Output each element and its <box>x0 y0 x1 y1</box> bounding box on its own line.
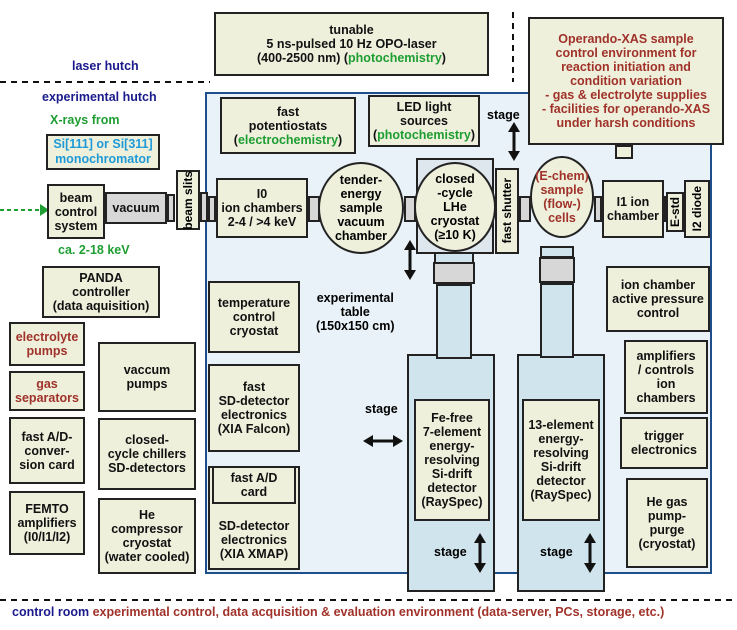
fast-ad-card-box: fast A/D card <box>212 466 296 504</box>
vacuum-flange-left <box>167 194 175 222</box>
led-light-sources-box: LED light sources (photochemistry) <box>368 95 480 147</box>
laser-hutch-label: laser hutch <box>72 59 139 73</box>
tender-chamber-circle: tender- energy sample vacuum chamber <box>318 162 404 254</box>
monochromator-box: Si[111] or Si[311] monochromator <box>46 134 160 170</box>
ion-pressure-control-box: ion chamber active pressure control <box>606 266 710 332</box>
i0-ion-chambers-box: I0 ion chambers 2-4 / >4 keV <box>216 178 308 238</box>
det7-snout <box>436 284 472 359</box>
stage-arrow-cryo-up <box>404 240 416 250</box>
det13-snout <box>540 283 574 358</box>
stage-arrow-right <box>393 435 403 447</box>
experimental-table-label: experimental table (150x150 cm) <box>316 291 395 333</box>
stage-label-mid: stage <box>365 402 398 416</box>
femto-amplifiers-box: FEMTO amplifiers (I0/I1/I2) <box>9 491 85 555</box>
xrays-label: X-rays from <box>50 113 120 127</box>
control-room-description: experimental control, data acquisition &… <box>92 605 665 619</box>
electrolyte-pumps-box: electrolyte pumps <box>9 322 85 366</box>
he-compressor-box: He compressor cryostat (water cooled) <box>98 498 196 574</box>
sd-falcon-box: fast SD-detector electronics (XIA Falcon… <box>208 364 300 452</box>
i0-flange <box>208 196 216 222</box>
beam-control-system-box: beam control system <box>47 184 105 239</box>
i1-ion-chamber-box: I1 ion chamber <box>602 180 664 238</box>
beam-slits-box: beam slits <box>176 170 200 230</box>
stage-arrow-top-up <box>508 122 520 132</box>
operando-environment-box: Operando-XAS sample control environment … <box>528 17 724 145</box>
experimental-hutch-label: experimental hutch <box>42 90 157 104</box>
he-gas-pump-box: He gas pump- purge (cryostat) <box>626 478 708 568</box>
e-std-box: E-std <box>666 192 684 232</box>
laser-photochem: photochemistry <box>348 51 442 65</box>
det13-detector-box: 13-element energy- resolving Si-drift de… <box>522 399 600 521</box>
fast-potentiostats-box: fast potentiostats (electrochemistry) <box>220 97 356 154</box>
temperature-control-box: temperature control cryostat <box>208 281 300 353</box>
vacuum-pumps-box: vaccum pumps <box>98 342 196 412</box>
det13-stage-label: stage <box>540 545 573 559</box>
stage-arrow-det13-down <box>584 563 596 573</box>
amplifiers-controls-box: amplifiers / controls ion chambers <box>624 340 708 414</box>
control-room-label: control room <box>12 605 90 619</box>
det7-detector-box: Fe-free 7-element energy- resolving Si-d… <box>414 399 490 521</box>
det7-head <box>433 262 475 284</box>
det7-stage-label: stage <box>434 545 467 559</box>
slit-flange <box>200 192 208 222</box>
energy-range-label: ca. 2-18 keV <box>58 243 130 257</box>
fast-ad-conversion-box: fast A/D- conver- sion card <box>9 417 85 484</box>
fast-shutter-box: fast shutter <box>495 168 519 254</box>
laser-line1: tunable <box>329 23 374 37</box>
stage-arrow-left <box>363 435 373 447</box>
det13-head <box>539 257 575 283</box>
vacuum-pipe: vacuum <box>105 192 167 224</box>
sample-cells-circle: (E-chem) sample (flow-) cells <box>530 156 594 238</box>
stage-arrow-det13-up <box>584 533 596 543</box>
trigger-electronics-box: trigger electronics <box>620 417 708 469</box>
cells-flange <box>594 196 602 222</box>
gas-separators-box: gas separators <box>9 371 85 411</box>
lhe-cryostat-circle: closed -cycle LHe cryostat (≥10 K) <box>414 162 496 252</box>
laser-line2: 5 ns-pulsed 10 Hz OPO-laser <box>266 37 437 51</box>
closed-cycle-chillers-box: closed- cycle chillers SD-detectors <box>98 418 196 490</box>
stage-arrow-det7-down <box>474 563 486 573</box>
panda-controller-box: PANDA controller (data aquisition) <box>42 266 160 318</box>
laser-line3: (400-2500 nm) ( <box>257 51 349 65</box>
stage-arrow-cryo-down <box>404 270 416 280</box>
xray-beam-arrow <box>40 204 49 216</box>
stage-arrow-top-down <box>508 151 520 161</box>
operando-connector <box>615 145 633 159</box>
stage-label-top: stage <box>487 108 520 122</box>
i2-diode-box: I2 diode <box>684 180 710 238</box>
control-room-footer: control room experimental control, data … <box>12 605 664 619</box>
shutter-flange <box>519 196 531 222</box>
stage-arrow-det7-up <box>474 533 486 543</box>
